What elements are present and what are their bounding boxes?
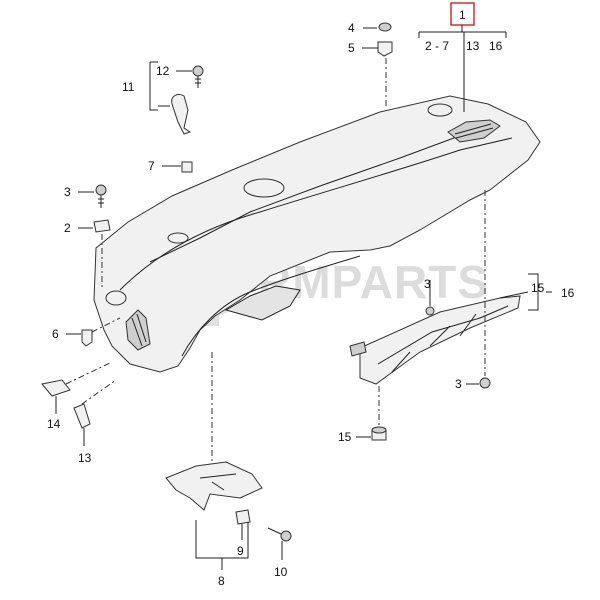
callout-3-left-label: 3 [64,185,71,199]
part-8-bracket: 8 [165,352,263,588]
part-12-screw: 12 [156,64,204,88]
callout-1-group-c: 16 [489,39,503,53]
part-2-nut: 2 [64,219,111,290]
callout-2-label: 2 [64,221,71,235]
callout-7-label: 7 [148,159,155,173]
part-13-strip: 13 [73,379,117,465]
callout-9-label: 9 [237,544,244,558]
part-14-bracket: 14 [41,361,113,431]
part-11-hook: 11 [122,61,192,135]
callout-14-label: 14 [47,417,61,431]
callout-16-label: 16 [561,286,575,300]
part-3-left-screw: 3 [64,184,107,208]
callout-1-group: 1 2 - 7 13 16 [418,2,507,112]
callout-1-group-b: 13 [466,39,480,53]
part-7-clip: 7 [148,159,193,173]
callout-1-group-a: 2 - 7 [425,39,449,53]
callout-15-bottom-label: 15 [338,430,352,444]
callout-3-right-label: 3 [455,377,462,391]
part-10-screw: 10 [267,527,292,579]
part-4-clip: 4 [348,21,392,35]
callout-10-label: 10 [274,565,288,579]
part-9-clip: 9 [235,509,251,558]
callout-1-label: 1 [459,8,466,22]
part-15-grommet: 15 [338,386,387,444]
callout-5-label: 5 [348,41,355,55]
callout-4-label: 4 [348,21,355,35]
callout-11-label: 11 [122,80,135,94]
callout-6-label: 6 [52,327,59,341]
callout-12-label: 12 [156,64,170,78]
callout-8-label: 8 [218,574,225,588]
callout-15-top-label: 15 [531,281,545,295]
part-16-bracket: 15 16 [349,273,575,385]
vent-left-grille [125,309,151,351]
callout-13-label: 13 [78,451,92,465]
part-1-shelf [93,95,541,373]
part-6-clip: 6 [52,317,121,347]
part-3-right-screw: 3 3 [424,190,491,391]
part-5-nut: 5 [348,41,393,108]
callout-3-top-right-label: 3 [424,277,431,291]
vent-right-grille [447,119,501,143]
